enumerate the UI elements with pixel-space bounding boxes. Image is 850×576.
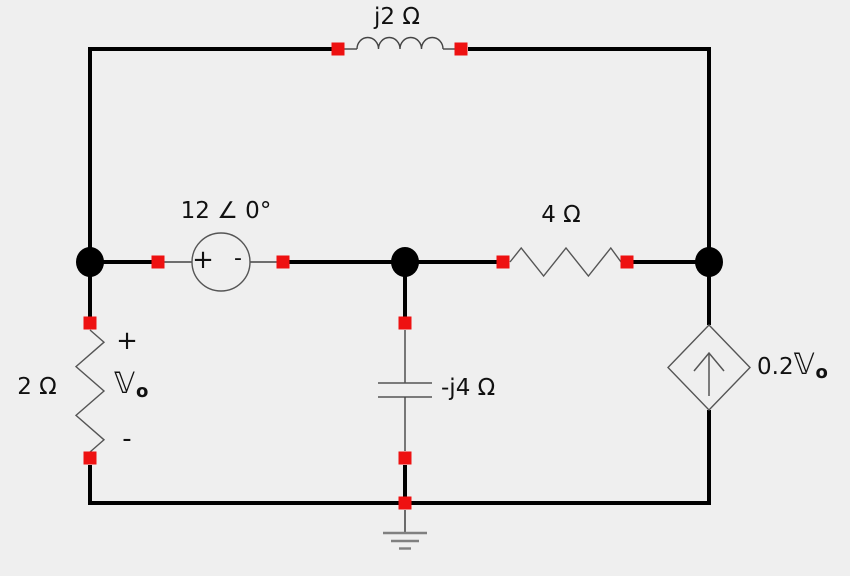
resistor-4ohm[interactable] — [509, 246, 622, 278]
junction-node-middle[interactable] — [391, 247, 419, 277]
terminal-vsource-left[interactable] — [151, 255, 165, 269]
vsource-circle[interactable] — [191, 232, 251, 292]
current-arrow-head — [693, 351, 725, 372]
inductor-coil[interactable] — [356, 36, 444, 50]
vo-symbol: 𝕍o — [114, 366, 149, 402]
inductor[interactable] — [344, 36, 456, 50]
capacitor[interactable] — [378, 330, 432, 451]
terminal-r2-top[interactable] — [83, 316, 97, 330]
terminal-cap-bottom[interactable] — [398, 451, 412, 465]
terminal-r2-bottom[interactable] — [83, 451, 97, 465]
capacitor-label: -j4 Ω — [441, 375, 496, 401]
vo-symbol-v: 𝕍 — [114, 366, 135, 400]
wires — [88, 47, 711, 505]
resistor-4ohm-label: 4 Ω — [541, 202, 581, 228]
junction-node-right[interactable] — [695, 247, 723, 277]
inductor-label: j2 Ω — [374, 4, 420, 30]
junction-node-left[interactable] — [76, 247, 104, 277]
dependent-source-gain: 0.2 — [757, 354, 794, 380]
dependent-source-symbol: 𝕍 — [793, 347, 815, 381]
terminal-r4-left[interactable] — [496, 255, 510, 269]
resistor-2ohm[interactable] — [74, 329, 106, 453]
terminal-r4-right[interactable] — [620, 255, 634, 269]
vo-plus-sign: + — [116, 326, 138, 356]
dependent-source-subscript: o — [815, 362, 828, 383]
terminal-ground[interactable] — [398, 496, 412, 510]
voltage-source-label: 12 ∠ 0° — [180, 198, 272, 224]
vo-minus-sign: - — [122, 424, 132, 454]
junction-nodes — [76, 247, 723, 277]
resistor-2ohm-label: 2 Ω — [17, 374, 57, 400]
voltage-source-plus-sign: + — [192, 245, 214, 275]
ground-symbol[interactable] — [383, 510, 427, 550]
voltage-source-minus-sign: - — [234, 246, 242, 271]
terminal-cap-top[interactable] — [398, 316, 412, 330]
terminal-vsource-right[interactable] — [276, 255, 290, 269]
terminals — [83, 42, 634, 510]
dependent-current-source[interactable] — [667, 323, 751, 412]
terminal-inductor-right[interactable] — [454, 42, 468, 56]
terminal-inductor-left[interactable] — [331, 42, 345, 56]
voltage-source[interactable] — [164, 232, 277, 292]
vo-symbol-subscript: o — [135, 381, 149, 402]
